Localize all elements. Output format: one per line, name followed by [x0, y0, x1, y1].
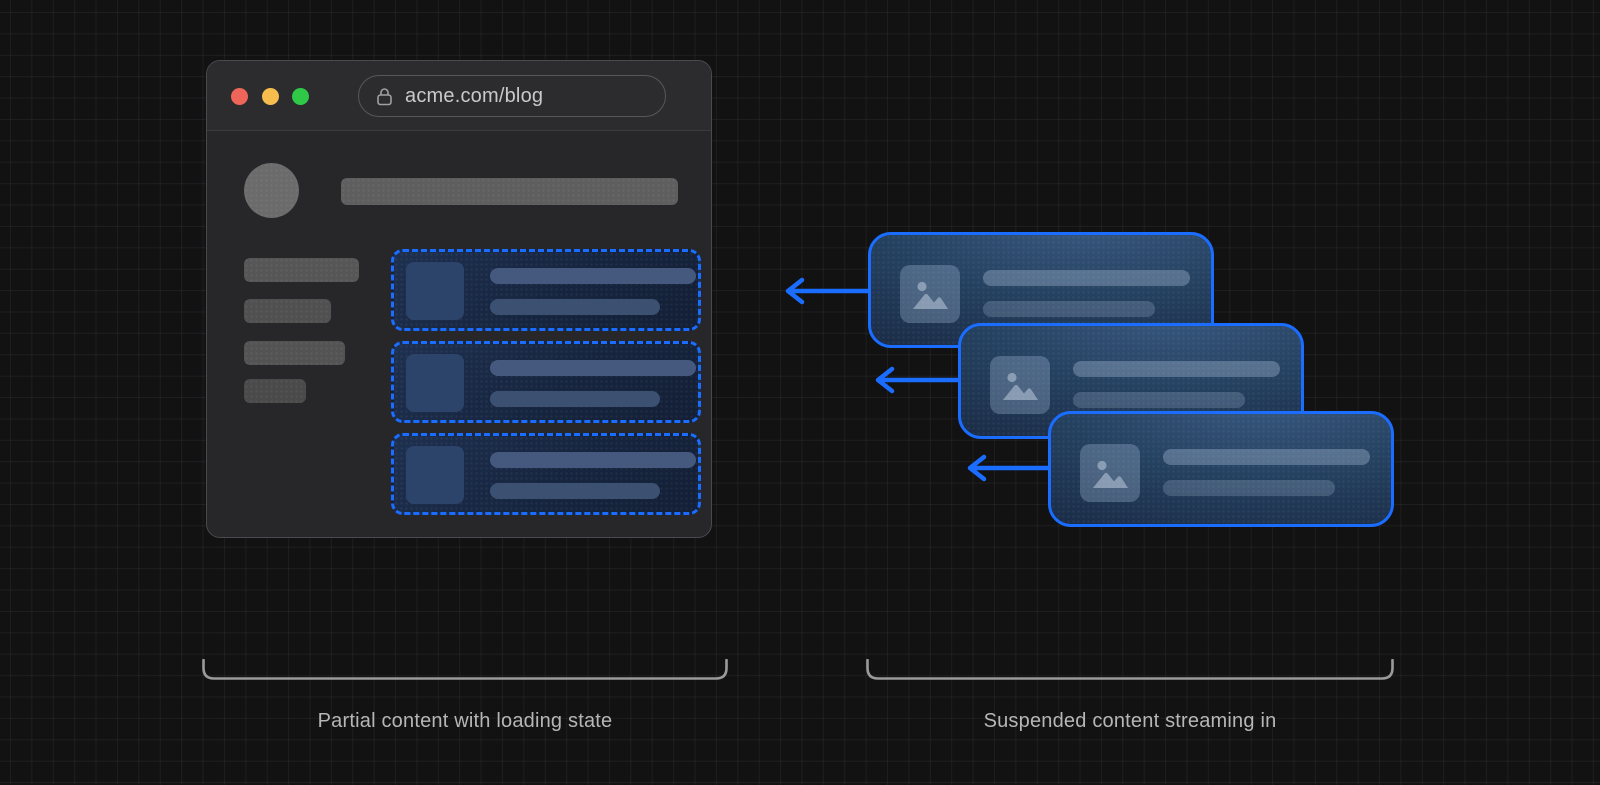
traffic-light-minimize[interactable] — [262, 88, 279, 105]
arrow-left-icon — [967, 454, 1054, 482]
loading-card-1 — [391, 249, 701, 331]
streaming-card-3 — [1048, 411, 1394, 527]
image-icon — [913, 281, 948, 309]
loading-card-3 — [391, 433, 701, 515]
sidebar-skeleton-bar-2 — [244, 299, 331, 323]
loading-card-thumb — [406, 354, 464, 412]
streaming-card-line-2 — [1163, 480, 1335, 496]
bracket-left — [202, 659, 728, 680]
sidebar-skeleton-bar-1 — [244, 258, 359, 282]
loading-card-thumb — [406, 446, 464, 504]
streaming-card-thumb — [990, 356, 1050, 414]
streaming-card-line-1 — [1073, 361, 1280, 377]
caption-suspended-content: Suspended content streaming in — [983, 710, 1277, 732]
sidebar-skeleton-bar-4 — [244, 379, 306, 403]
lock-icon — [377, 87, 392, 105]
traffic-light-close[interactable] — [231, 88, 248, 105]
streaming-card-line-1 — [983, 270, 1190, 286]
loading-card-line-1 — [490, 452, 696, 468]
arrow-left-icon — [785, 277, 872, 305]
caption-partial-content: Partial content with loading state — [317, 710, 613, 732]
loading-card-line-2 — [490, 483, 660, 499]
avatar — [244, 163, 299, 218]
browser-window: acme.com/blog — [206, 60, 712, 538]
image-icon — [1093, 460, 1128, 488]
loading-card-2 — [391, 341, 701, 423]
browser-titlebar: acme.com/blog — [207, 61, 711, 131]
image-icon — [1003, 372, 1038, 400]
loading-card-line-1 — [490, 268, 696, 284]
sidebar-skeleton-bar-3 — [244, 341, 345, 365]
streaming-card-thumb — [900, 265, 960, 323]
loading-card-line-2 — [490, 391, 660, 407]
loading-card-line-1 — [490, 360, 696, 376]
url-text: acme.com/blog — [405, 84, 544, 107]
arrow-left-icon — [875, 366, 962, 394]
headline-skeleton — [341, 178, 678, 205]
browser-content — [207, 132, 711, 537]
url-bar[interactable]: acme.com/blog — [358, 75, 666, 117]
streaming-card-line-2 — [983, 301, 1155, 317]
streaming-card-thumb — [1080, 444, 1140, 502]
traffic-light-maximize[interactable] — [292, 88, 309, 105]
loading-card-thumb — [406, 262, 464, 320]
loading-card-line-2 — [490, 299, 660, 315]
streaming-card-line-2 — [1073, 392, 1245, 408]
streaming-card-line-1 — [1163, 449, 1370, 465]
bracket-right — [866, 659, 1394, 680]
